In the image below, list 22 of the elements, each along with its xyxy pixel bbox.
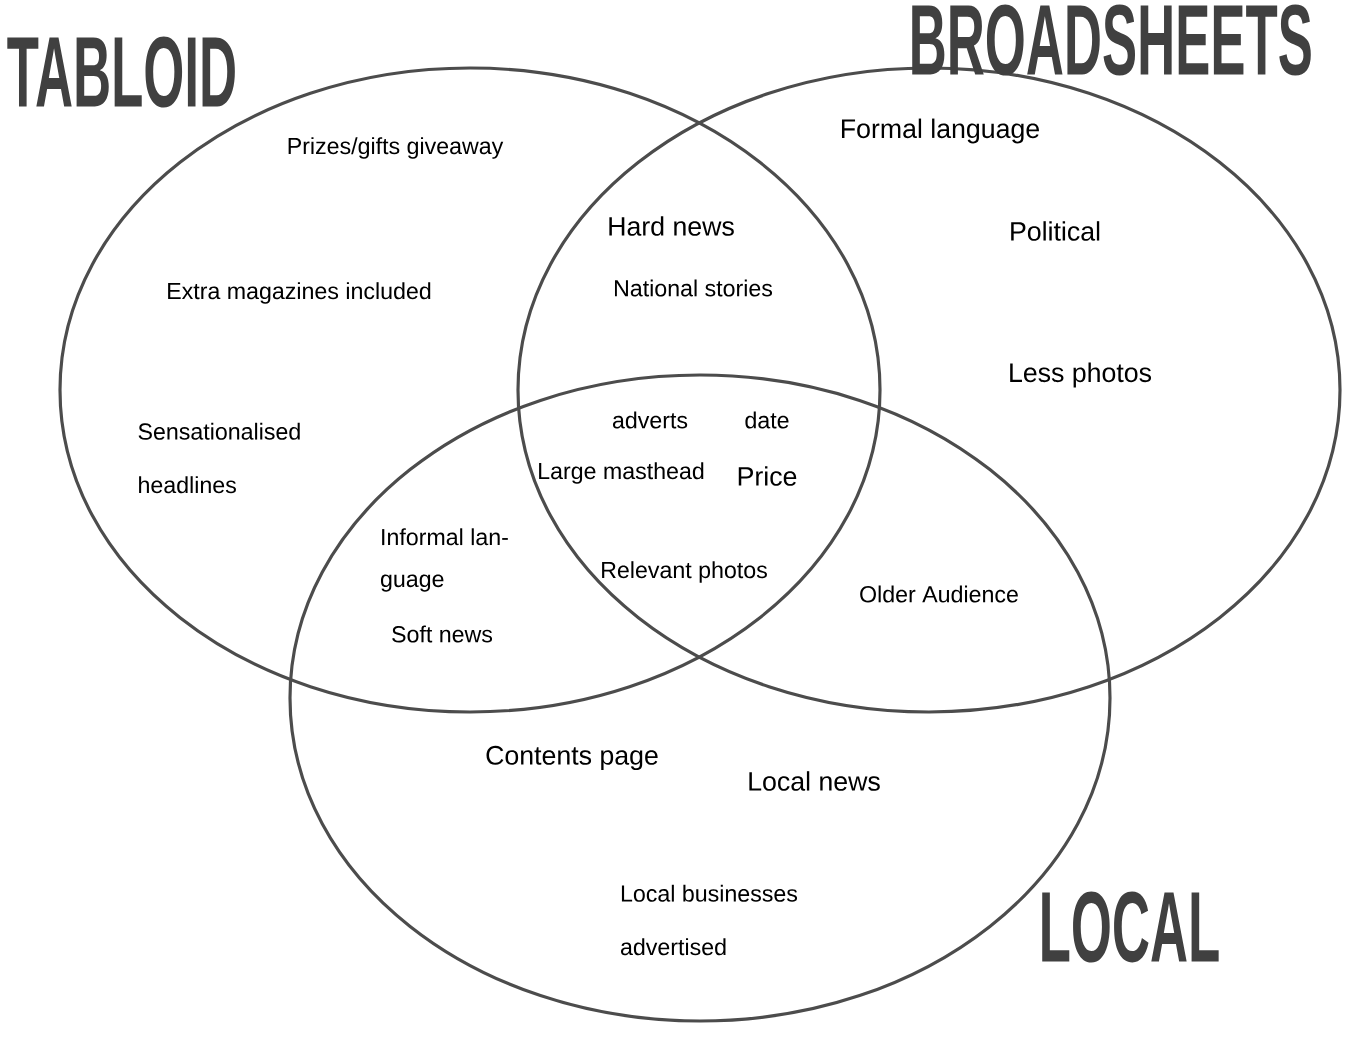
region-label: Sensationalised headlines — [138, 422, 300, 494]
region-label: Older Audience — [860, 585, 1018, 603]
region-label: National stories — [615, 279, 773, 297]
region-label: Local news — [749, 771, 880, 791]
region-label: Formal language — [842, 118, 1039, 144]
region-label: Hard news — [609, 216, 734, 236]
region-label: Prizes/gifts giveaway — [288, 137, 504, 159]
region-label: Political — [1011, 221, 1100, 241]
region-label: Extra magazines included — [168, 282, 431, 304]
region-label: Informal lan- guage — [381, 528, 508, 592]
region-label: adverts — [612, 411, 688, 429]
region-label: Less photos — [1010, 362, 1152, 388]
set-heading: BROADSHEETS — [912, 4, 1311, 76]
region-label: Soft news — [392, 625, 493, 643]
region-label: Large masthead — [539, 462, 704, 484]
set-heading: LOCAL — [1042, 891, 1219, 963]
region-label: date — [745, 411, 789, 429]
set-heading: TABLOID — [7, 36, 235, 108]
region-label: Local businesses advertised — [621, 884, 798, 956]
region-label: Relevant photos — [602, 561, 767, 583]
region-label: Contents page — [486, 745, 658, 771]
region-label: Price — [738, 466, 797, 486]
